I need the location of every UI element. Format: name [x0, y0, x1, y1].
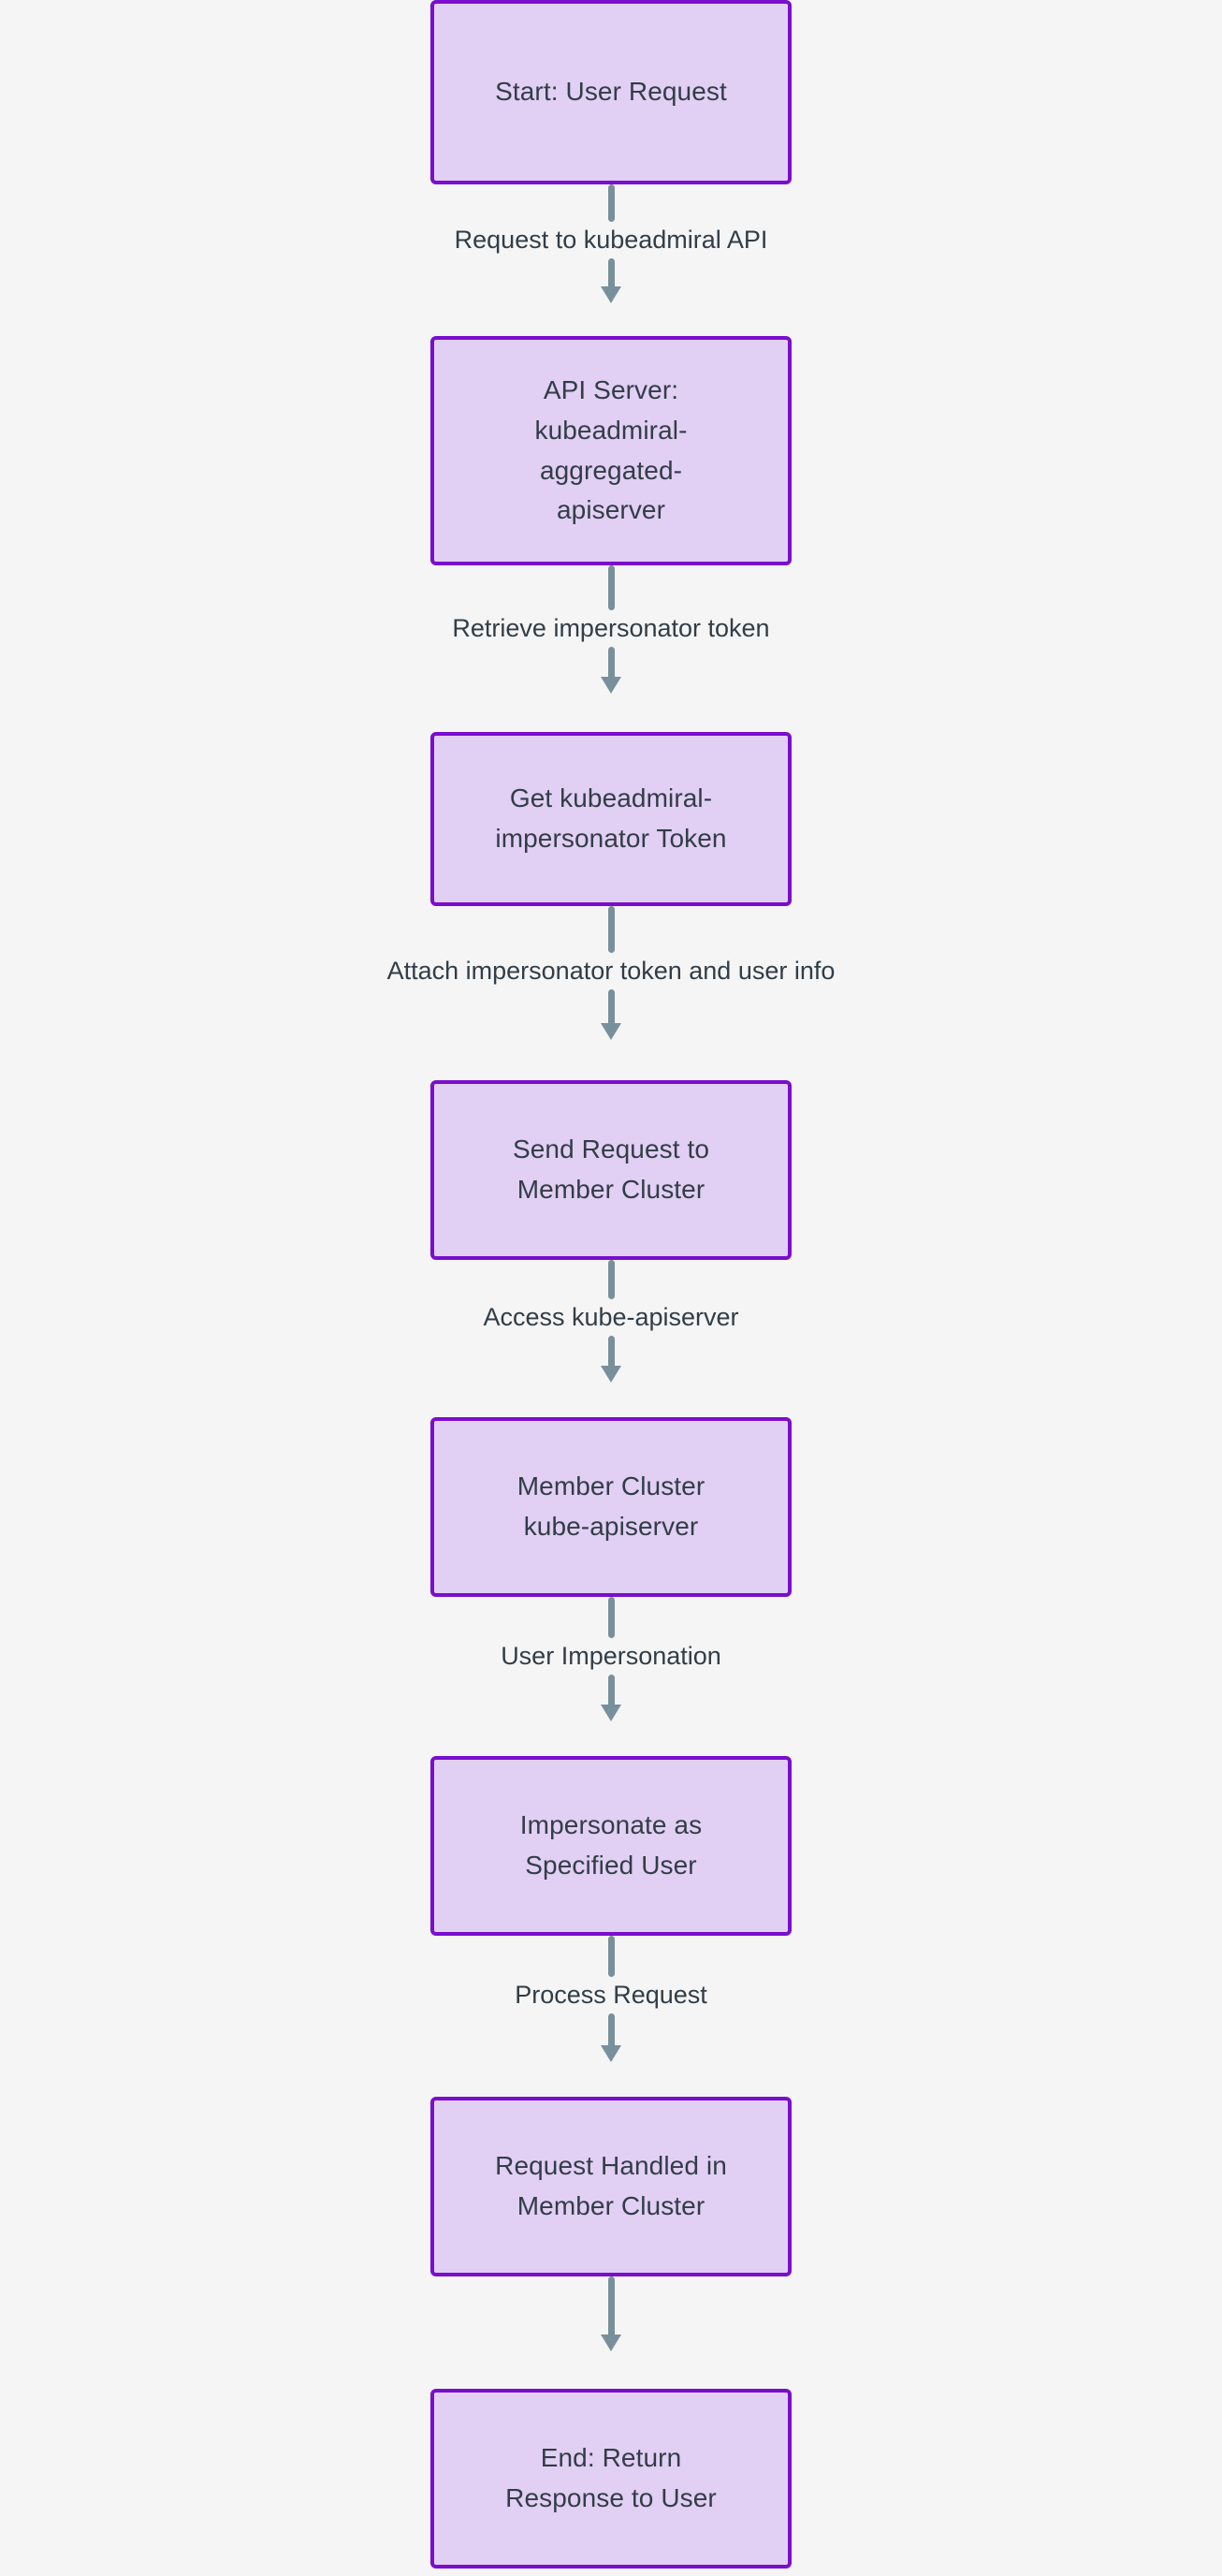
arrow-head	[601, 677, 621, 694]
arrow-head	[601, 1366, 621, 1383]
arrow-shaft	[607, 647, 615, 677]
flow-node-start[interactable]: Start: User Request	[430, 0, 792, 184]
flow-node-get-token[interactable]: Get kubeadmiral- impersonator Token	[430, 732, 792, 906]
arrow-down-icon	[601, 258, 621, 303]
edge-stem	[607, 906, 615, 953]
flow-node-label: Send Request to Member Cluster	[512, 1134, 710, 1204]
arrow-down-icon	[601, 2013, 621, 2062]
edge-label: Attach impersonator token and user info	[379, 953, 843, 989]
edge-stem	[607, 1260, 615, 1299]
flow-node-label: Member Cluster kube-apiserver	[516, 1471, 706, 1541]
arrow-down-icon	[601, 2276, 621, 2351]
arrow-head	[601, 286, 621, 303]
edge-label: Request to kubeadmiral API	[446, 222, 776, 258]
arrow-down-icon	[601, 1675, 621, 1721]
flow-edge-send-request-to-member-kube: Access kube-apiserver	[284, 1260, 938, 1417]
flow-node-handled[interactable]: Request Handled in Member Cluster	[430, 2097, 792, 2276]
edge-label: Process Request	[507, 1977, 715, 2013]
arrow-head	[601, 1705, 621, 1721]
edge-label: User Impersonation	[493, 1638, 729, 1675]
edge-stem	[607, 1936, 615, 1977]
arrow-head	[601, 2334, 621, 2351]
flow-edge-member-kube-to-impersonate: User Impersonation	[284, 1597, 938, 1756]
arrow-shaft	[607, 989, 615, 1023]
arrow-shaft	[607, 2013, 615, 2045]
edge-stem	[607, 565, 615, 610]
arrow-down-icon	[601, 989, 621, 1040]
edge-stem	[607, 1597, 615, 1638]
flow-edge-apiserver-to-get-token: Retrieve impersonator token	[284, 565, 938, 732]
edge-label: Access kube-apiserver	[475, 1299, 747, 1336]
flow-edge-handled-to-end	[284, 2276, 938, 2389]
flow-node-label: API Server: kubeadmiral- aggregated- api…	[534, 375, 688, 525]
flow-node-label: Request Handled in Member Cluster	[495, 2151, 727, 2220]
edge-stem	[607, 184, 615, 222]
flow-edge-impersonate-to-handled: Process Request	[284, 1936, 938, 2097]
arrow-down-icon	[601, 647, 621, 694]
arrow-down-icon	[601, 1336, 621, 1383]
flow-node-label: End: Return Response to User	[505, 2443, 717, 2512]
flow-node-send-request[interactable]: Send Request to Member Cluster	[430, 1080, 792, 1260]
edge-label: Retrieve impersonator token	[444, 610, 778, 647]
arrow-head	[601, 1023, 621, 1040]
flow-node-label: Impersonate as Specified User	[519, 1810, 703, 1880]
arrow-shaft	[607, 2276, 615, 2334]
arrow-shaft	[607, 258, 615, 286]
flow-node-label: Start: User Request	[495, 77, 727, 107]
arrow-shaft	[607, 1336, 615, 1366]
flow-node-apiserver[interactable]: API Server: kubeadmiral- aggregated- api…	[430, 336, 792, 565]
flow-node-label: Get kubeadmiral- impersonator Token	[495, 783, 727, 853]
flow-edge-get-token-to-send-request: Attach impersonator token and user info	[284, 906, 938, 1080]
flow-node-member-kube[interactable]: Member Cluster kube-apiserver	[430, 1417, 792, 1597]
flow-node-impersonate[interactable]: Impersonate as Specified User	[430, 1756, 792, 1936]
arrow-shaft	[607, 1675, 615, 1705]
flow-edge-start-to-apiserver: Request to kubeadmiral API	[284, 184, 938, 336]
flow-node-end[interactable]: End: Return Response to User	[430, 2389, 792, 2569]
arrow-head	[601, 2045, 621, 2062]
